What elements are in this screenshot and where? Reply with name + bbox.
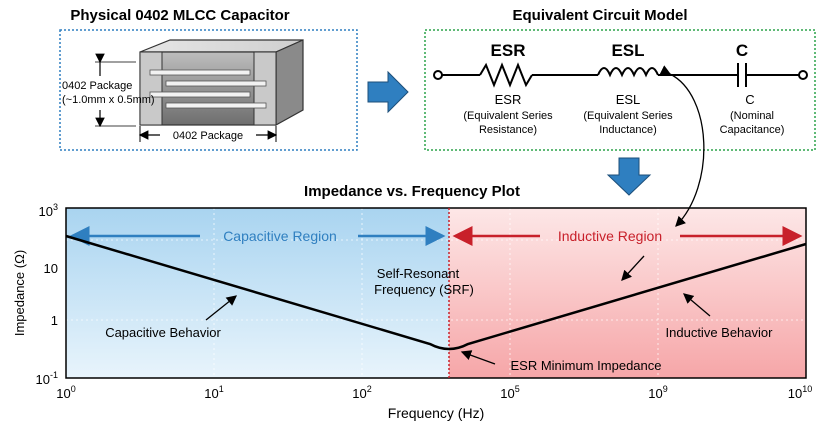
esr-desc-line2: Resistance) [479, 124, 537, 136]
circuit-title: Equivalent Circuit Model [512, 7, 687, 24]
srf-label-line1: Self-Resonant [377, 266, 460, 281]
esl-desc-line2: Inductance) [599, 124, 656, 136]
physical-title: Physical 0402 MLCC Capacitor [70, 7, 289, 24]
x-tick-label: 1010 [788, 384, 812, 401]
ind-behavior-pointer [683, 293, 711, 317]
x-axis-label: Frequency (Hz) [388, 405, 484, 421]
x-tick-label: 105 [500, 384, 519, 401]
package-height-label-line1: 0402 Package [62, 80, 132, 92]
y-axis-label: Impedance (Ω) [12, 250, 27, 336]
mlcc-capacitor-illustration [139, 39, 304, 127]
width-dimension [138, 126, 278, 142]
cap-behavior-label: Capacitive Behavior [105, 325, 221, 340]
esl-desc-line1: (Equivalent Series [583, 110, 673, 122]
x-tick-label: 109 [648, 384, 667, 401]
y-tick-label: 1 [51, 313, 58, 328]
c-name: C [745, 92, 754, 107]
ind-behavior-label: Inductive Behavior [666, 325, 774, 340]
package-width-label: 0402 Package [173, 130, 243, 142]
plot-title: Impedance vs. Frequency Plot [304, 183, 520, 200]
circuit-panel [424, 29, 816, 151]
esl-link-arrow [659, 65, 705, 227]
height-dimension [95, 53, 136, 128]
srf-pointer [621, 255, 645, 281]
x-tick-labels: 100 101 102 105 109 1010 [56, 384, 812, 401]
srf-label-line2: Frequency (SRF) [374, 282, 474, 297]
flow-arrow-down [606, 157, 652, 196]
x-tick-label: 100 [56, 384, 75, 401]
x-tick-label: 102 [352, 384, 371, 401]
esr-min-pointer [460, 350, 496, 365]
esr-min-label: ESR Minimum Impedance [511, 358, 662, 373]
esr-desc-line1: (Equivalent Series [463, 110, 553, 122]
esr-symbol: ESR [491, 41, 526, 60]
esl-symbol: ESL [611, 41, 644, 60]
circuit-schematic [433, 62, 808, 88]
y-tick-label: 10 [44, 261, 58, 276]
inductive-region-label: Inductive Region [558, 228, 662, 244]
x-tick-label: 101 [204, 384, 223, 401]
y-tick-labels: 103 10 1 10-1 [36, 202, 58, 387]
y-tick-label: 103 [39, 202, 58, 219]
esr-name: ESR [495, 92, 522, 107]
c-desc-line1: (Nominal [730, 110, 774, 122]
c-symbol: C [736, 41, 748, 60]
capacitive-region-label: Capacitive Region [223, 228, 337, 244]
y-tick-label: 10-1 [36, 370, 58, 387]
cap-behavior-pointer [205, 295, 238, 321]
physical-panel [59, 29, 358, 151]
c-desc-line2: Capacitance) [720, 124, 785, 136]
package-height-label-line2: (~1.0mm x 0.5mm) [62, 94, 155, 106]
esl-name: ESL [616, 92, 641, 107]
impedance-curve [65, 234, 807, 351]
flow-arrow-right [367, 70, 409, 114]
